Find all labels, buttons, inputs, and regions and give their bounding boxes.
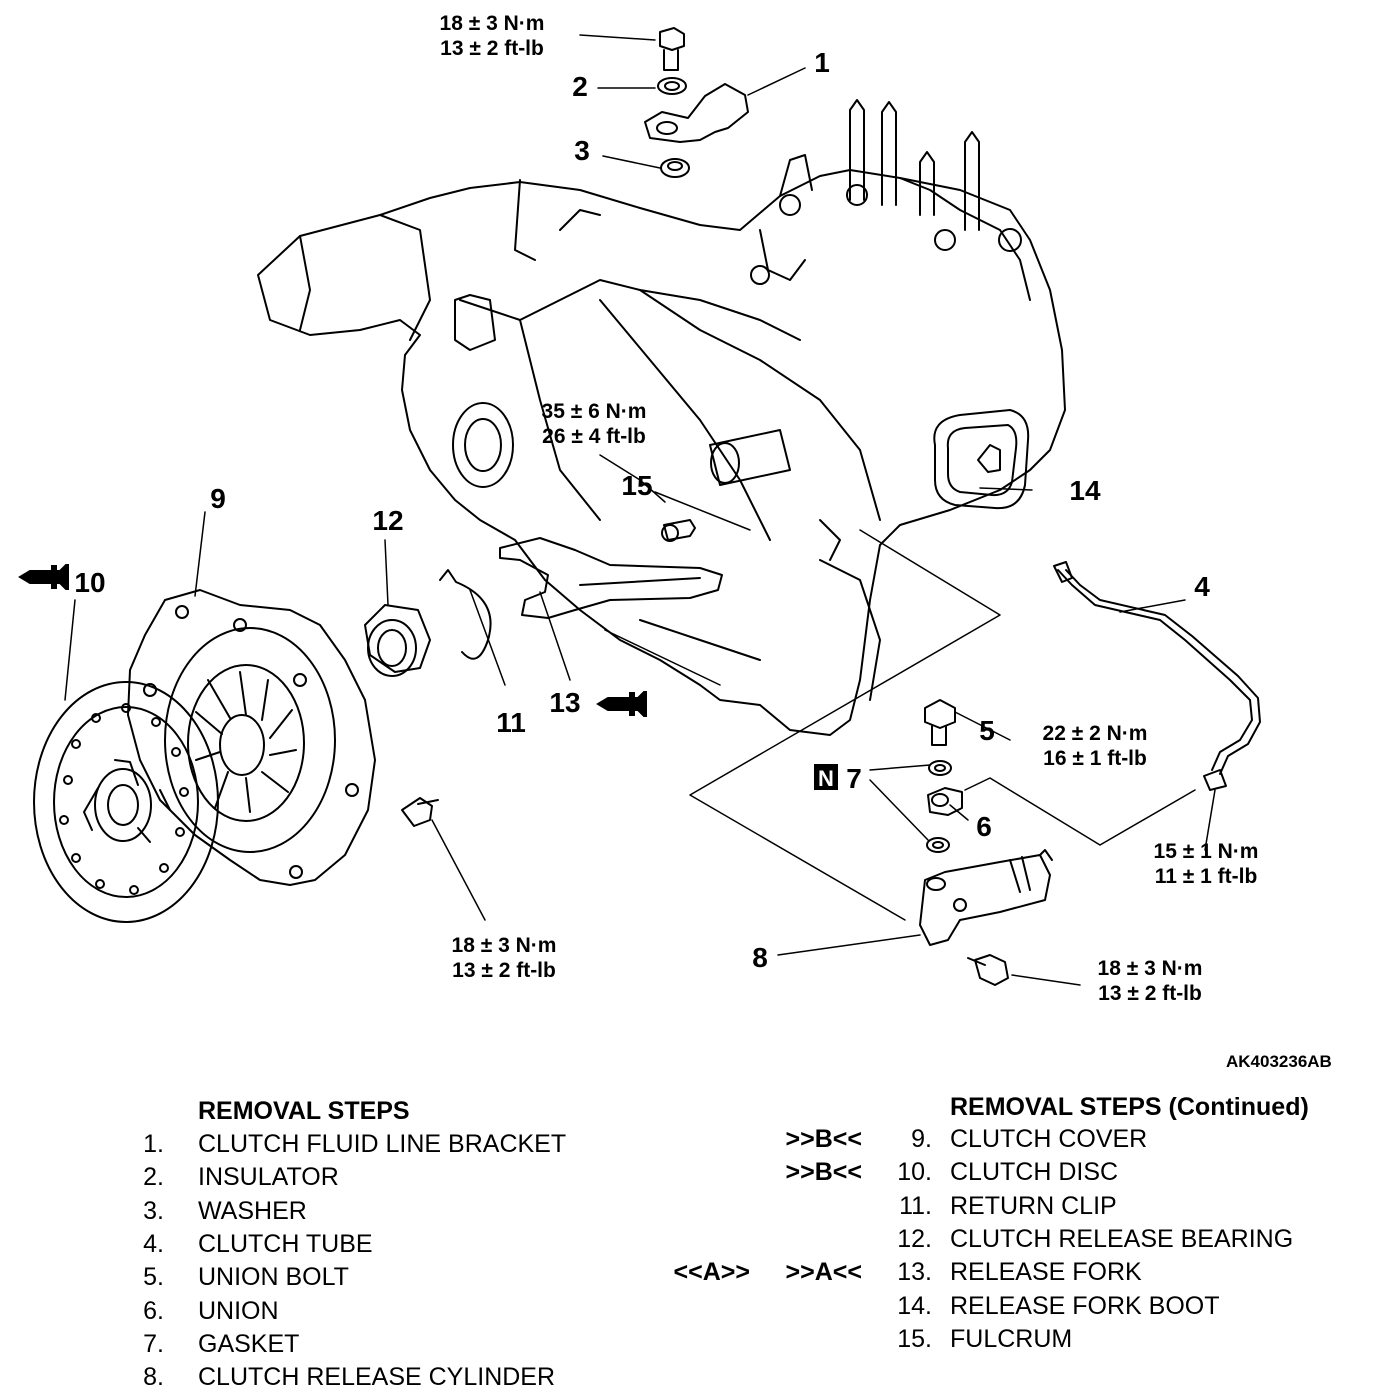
step-number: 9.: [911, 1125, 932, 1153]
torque-union_bolt-imperial: 16 ± 1 ft-lb: [1043, 747, 1147, 770]
clutch-disc-part: [33, 681, 219, 923]
step-label: CLUTCH RELEASE BEARING: [950, 1224, 1294, 1253]
figure-id: AK403236AB: [1226, 1052, 1332, 1071]
clutch-cover-bolt-part: [401, 797, 439, 827]
removal-steps-title: REMOVAL STEPS: [198, 1097, 410, 1125]
step-number: 12.: [897, 1224, 932, 1253]
release-fork-boot: [933, 409, 1030, 510]
step-number: 15.: [897, 1324, 932, 1353]
torque-clutch_cover_bolt-metric: 18 ± 3 N·m: [452, 934, 557, 957]
return-clip-part: [439, 569, 492, 660]
callout-11: 11: [496, 707, 526, 738]
callout-13: 13: [549, 687, 580, 718]
step-label: UNION BOLT: [198, 1263, 349, 1292]
removal-steps-continued-title: REMOVAL STEPS (Continued): [950, 1093, 1309, 1121]
callout-4: 4: [1194, 571, 1210, 602]
transaxle-housing: [257, 99, 1066, 736]
step-label: CLUTCH RELEASE CYLINDER: [198, 1363, 556, 1392]
clutch-tube-part: [1053, 561, 1261, 791]
leader-lines: [64, 34, 1216, 986]
callout-7: 7: [846, 763, 862, 794]
callout-10: 10: [74, 567, 105, 598]
torque-fulcrum-metric: 35 ± 6 N·m: [542, 400, 647, 423]
new-part-symbol: N: [814, 764, 838, 791]
callout-5: 5: [979, 715, 995, 746]
release-fork-part: [499, 537, 723, 619]
install-mark-b: >>B<<: [785, 1125, 862, 1153]
callout-3: 3: [574, 135, 590, 166]
step-number: 2.: [143, 1163, 164, 1192]
callout-1: 1: [814, 47, 830, 78]
torque-bracket_bolt-imperial: 13 ± 2 ft-lb: [440, 37, 544, 60]
svg-text:N: N: [818, 766, 834, 791]
callout-14: 14: [1069, 475, 1101, 506]
torque-bracket_bolt-metric: 18 ± 3 N·m: [440, 12, 545, 35]
bracket-bolt-part: [659, 27, 685, 71]
callout-2: 2: [572, 71, 588, 102]
union-bolt-part: [924, 699, 956, 746]
step-number: 13.: [897, 1258, 932, 1287]
grease-symbol: [596, 691, 647, 717]
install-mark-b: >>B<<: [785, 1158, 862, 1187]
step-number: 10.: [897, 1158, 932, 1187]
step-number: 11.: [899, 1191, 932, 1220]
torque-clutch_cover_bolt-imperial: 13 ± 2 ft-lb: [452, 959, 556, 982]
grease-symbol: [18, 564, 69, 590]
step-label: FULCRUM: [950, 1324, 1073, 1353]
install-mark-a: <<A>>: [673, 1258, 750, 1287]
callout-9: 9: [210, 483, 226, 514]
callout-8: 8: [752, 942, 768, 973]
torque-cylinder_bolt-metric: 18 ± 3 N·m: [1098, 957, 1203, 980]
callout-12: 12: [372, 505, 403, 536]
step-number: 14.: [897, 1291, 932, 1320]
torque-cylinder_bolt-imperial: 13 ± 2 ft-lb: [1098, 982, 1202, 1005]
union-part: [927, 787, 963, 816]
clutch-cover-part: [127, 589, 376, 886]
assembly-bracket-lines: [604, 529, 1196, 921]
install-mark-b: >>A<<: [785, 1258, 862, 1287]
step-label: RELEASE FORK: [950, 1258, 1142, 1287]
fluid-line-bracket-part: [644, 83, 749, 143]
step-number: 6.: [143, 1296, 164, 1325]
step-label: RETURN CLIP: [950, 1191, 1117, 1220]
step-number: 3.: [143, 1196, 164, 1225]
step-label: CLUTCH DISC: [950, 1158, 1119, 1187]
step-label: CLUTCH COVER: [950, 1125, 1148, 1153]
release-cylinder-part: [919, 849, 1053, 946]
torque-tube_nut-imperial: 11 ± 1 ft-lb: [1155, 865, 1258, 888]
torque-tube_nut-metric: 15 ± 1 N·m: [1154, 840, 1259, 863]
step-number: 4.: [143, 1229, 164, 1258]
cylinder-bolt-part: [967, 954, 1009, 986]
step-number: 1.: [143, 1130, 164, 1158]
step-label: INSULATOR: [198, 1163, 339, 1192]
callout-15: 15: [621, 470, 652, 501]
release-bearing-part: [364, 604, 431, 677]
washer-part: [660, 158, 690, 178]
step-label: UNION: [198, 1296, 279, 1325]
step-label: WASHER: [198, 1196, 307, 1225]
step-label: GASKET: [198, 1329, 300, 1358]
insulator-part: [657, 77, 687, 95]
torque-fulcrum-imperial: 26 ± 4 ft-lb: [542, 425, 646, 448]
fulcrum-part: [661, 519, 696, 542]
step-number: 5.: [143, 1263, 164, 1292]
step-label: CLUTCH FLUID LINE BRACKET: [198, 1130, 567, 1158]
step-label: CLUTCH TUBE: [198, 1229, 373, 1258]
step-label: RELEASE FORK BOOT: [950, 1291, 1220, 1320]
torque-union_bolt-metric: 22 ± 2 N·m: [1043, 722, 1148, 745]
step-number: 7.: [143, 1329, 164, 1358]
gasket-part: [926, 760, 952, 853]
callout-6: 6: [976, 811, 992, 842]
step-number: 8.: [143, 1363, 164, 1392]
